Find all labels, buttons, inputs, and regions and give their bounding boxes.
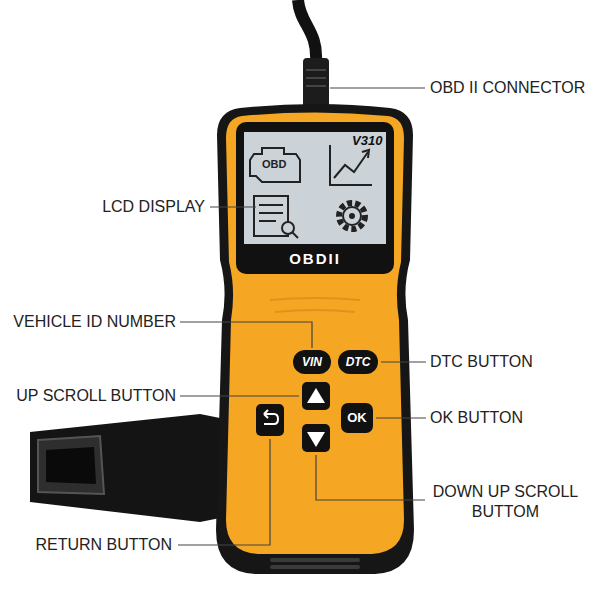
icon-text: OBD (262, 158, 286, 171)
leader-line (381, 361, 426, 362)
boot-rib (306, 85, 326, 87)
vin-button: VIN (293, 350, 331, 374)
plug-socket-inner (46, 447, 96, 484)
callout-label: RETURN BUTTON (35, 535, 172, 555)
button-text: DTC (346, 355, 371, 369)
leader-line (316, 455, 425, 500)
boot-rib (306, 69, 326, 71)
return-button (256, 404, 284, 436)
chart-line (334, 152, 368, 178)
callout-label: DOWN UP SCROLL BUTTOM (430, 482, 581, 522)
callout-label: VEHICLE ID NUMBER (13, 312, 176, 332)
boot-rib (306, 77, 326, 79)
leader-lines (178, 88, 426, 545)
face-ridge (275, 310, 355, 312)
button-text: OK (347, 411, 367, 425)
dtc-button: DTC (338, 350, 378, 374)
document-line (259, 204, 283, 206)
front-face (226, 113, 404, 555)
leader-line (376, 417, 426, 418)
gear-teeth (339, 203, 365, 229)
leader-line (178, 439, 270, 545)
callout-label: OK BUTTON (430, 408, 523, 428)
callout-label: UP SCROLL BUTTON (16, 386, 176, 406)
document-line (259, 220, 276, 222)
screen-bezel (236, 122, 394, 274)
button-text: VIN (302, 355, 322, 369)
down-arrow (307, 432, 325, 447)
foot-line (270, 565, 360, 569)
gear-icon (343, 207, 361, 225)
return-arrow (264, 410, 278, 424)
callout-label: OBD II CONNECTOR (430, 78, 585, 98)
leader-line (180, 322, 312, 348)
callout-label: LCD DISPLAY (102, 197, 205, 217)
leader-line (180, 395, 299, 396)
up-arrow (307, 388, 325, 403)
magnifier-handle (292, 232, 298, 238)
obd-plug (30, 414, 230, 522)
cable (298, 0, 316, 62)
lcd-screen (244, 132, 386, 244)
chart-arrow (362, 150, 369, 158)
foot-line (270, 558, 360, 562)
ok-button: OK (341, 403, 373, 433)
chart-axes (330, 145, 372, 185)
up-button (302, 382, 330, 410)
leader-line (330, 87, 425, 88)
leader-line (210, 206, 256, 207)
housing (216, 104, 414, 574)
document-line (259, 212, 283, 214)
callout-label: DTC BUTTON (430, 352, 533, 372)
face-ridge (270, 298, 360, 300)
cable-boot (303, 58, 329, 112)
down-button (302, 424, 330, 452)
plug-socket (38, 436, 104, 494)
engine-icon (250, 148, 300, 182)
gear-hub (349, 213, 355, 219)
brand-label: OBDII (289, 250, 341, 268)
model-label: V310 (352, 133, 382, 148)
